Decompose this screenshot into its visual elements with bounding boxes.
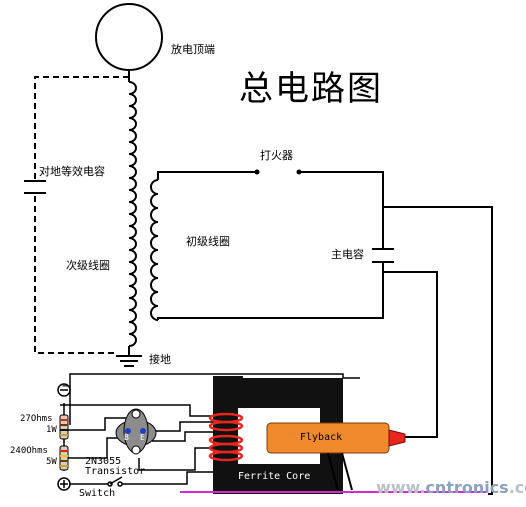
resistor2-power: 5W xyxy=(46,457,57,467)
base-pin xyxy=(125,428,131,434)
secondary-coil xyxy=(128,70,137,356)
watermark-prefix: www. xyxy=(376,478,426,497)
switch-label: Switch xyxy=(79,488,116,499)
flyback-label: Flyback xyxy=(300,432,343,443)
label-spark-gap: 打火器 xyxy=(260,149,293,162)
label-secondary-coil: 次级线圈 xyxy=(66,259,110,272)
ferrite-core-label: Ferrite Core xyxy=(238,471,311,482)
switch-symbol xyxy=(107,476,123,487)
label-top-terminal: 放电顶端 xyxy=(171,43,215,56)
label-ground-capacitance: 对地等效电容 xyxy=(39,165,105,178)
transistor-model: 2N3055 xyxy=(85,456,122,467)
pin-e-label: E xyxy=(140,433,145,442)
primary-coil xyxy=(150,179,159,321)
label-primary-coil: 初级线圈 xyxy=(186,235,230,248)
spark-gap xyxy=(254,169,302,175)
main-capacitor xyxy=(372,248,394,263)
minus-sign: − xyxy=(62,381,69,392)
resistor-240-ohm xyxy=(59,445,69,471)
discharge-terminal xyxy=(95,3,163,71)
diagram-title: 总电路图 xyxy=(239,69,383,109)
resistor1-power: 1W xyxy=(46,425,57,435)
driver-circuit xyxy=(60,373,360,485)
ground-capacitance xyxy=(24,76,129,354)
watermark-brand: cntronics xyxy=(425,478,509,497)
transistor-word: Transistor xyxy=(85,466,146,477)
resistor1-label: 27Ohms xyxy=(20,414,53,424)
flyback-body xyxy=(266,422,406,491)
emitter-pin xyxy=(140,428,146,434)
watermark-suffix: .com xyxy=(508,478,526,497)
label-main-capacitor: 主电容 xyxy=(331,248,364,261)
label-ground: 接地 xyxy=(149,353,171,366)
ground-symbol xyxy=(116,355,142,367)
resistor2-label: 240Ohms xyxy=(10,446,48,456)
resistor-27-ohm xyxy=(59,414,69,440)
transistor-2n3055 xyxy=(115,408,157,455)
pin-b-label: B xyxy=(124,433,129,442)
watermark: www.cntronics.com xyxy=(376,480,526,496)
transformer-windings xyxy=(208,412,244,462)
hv-feed-wires xyxy=(383,206,493,495)
primary-wiring xyxy=(157,171,384,320)
